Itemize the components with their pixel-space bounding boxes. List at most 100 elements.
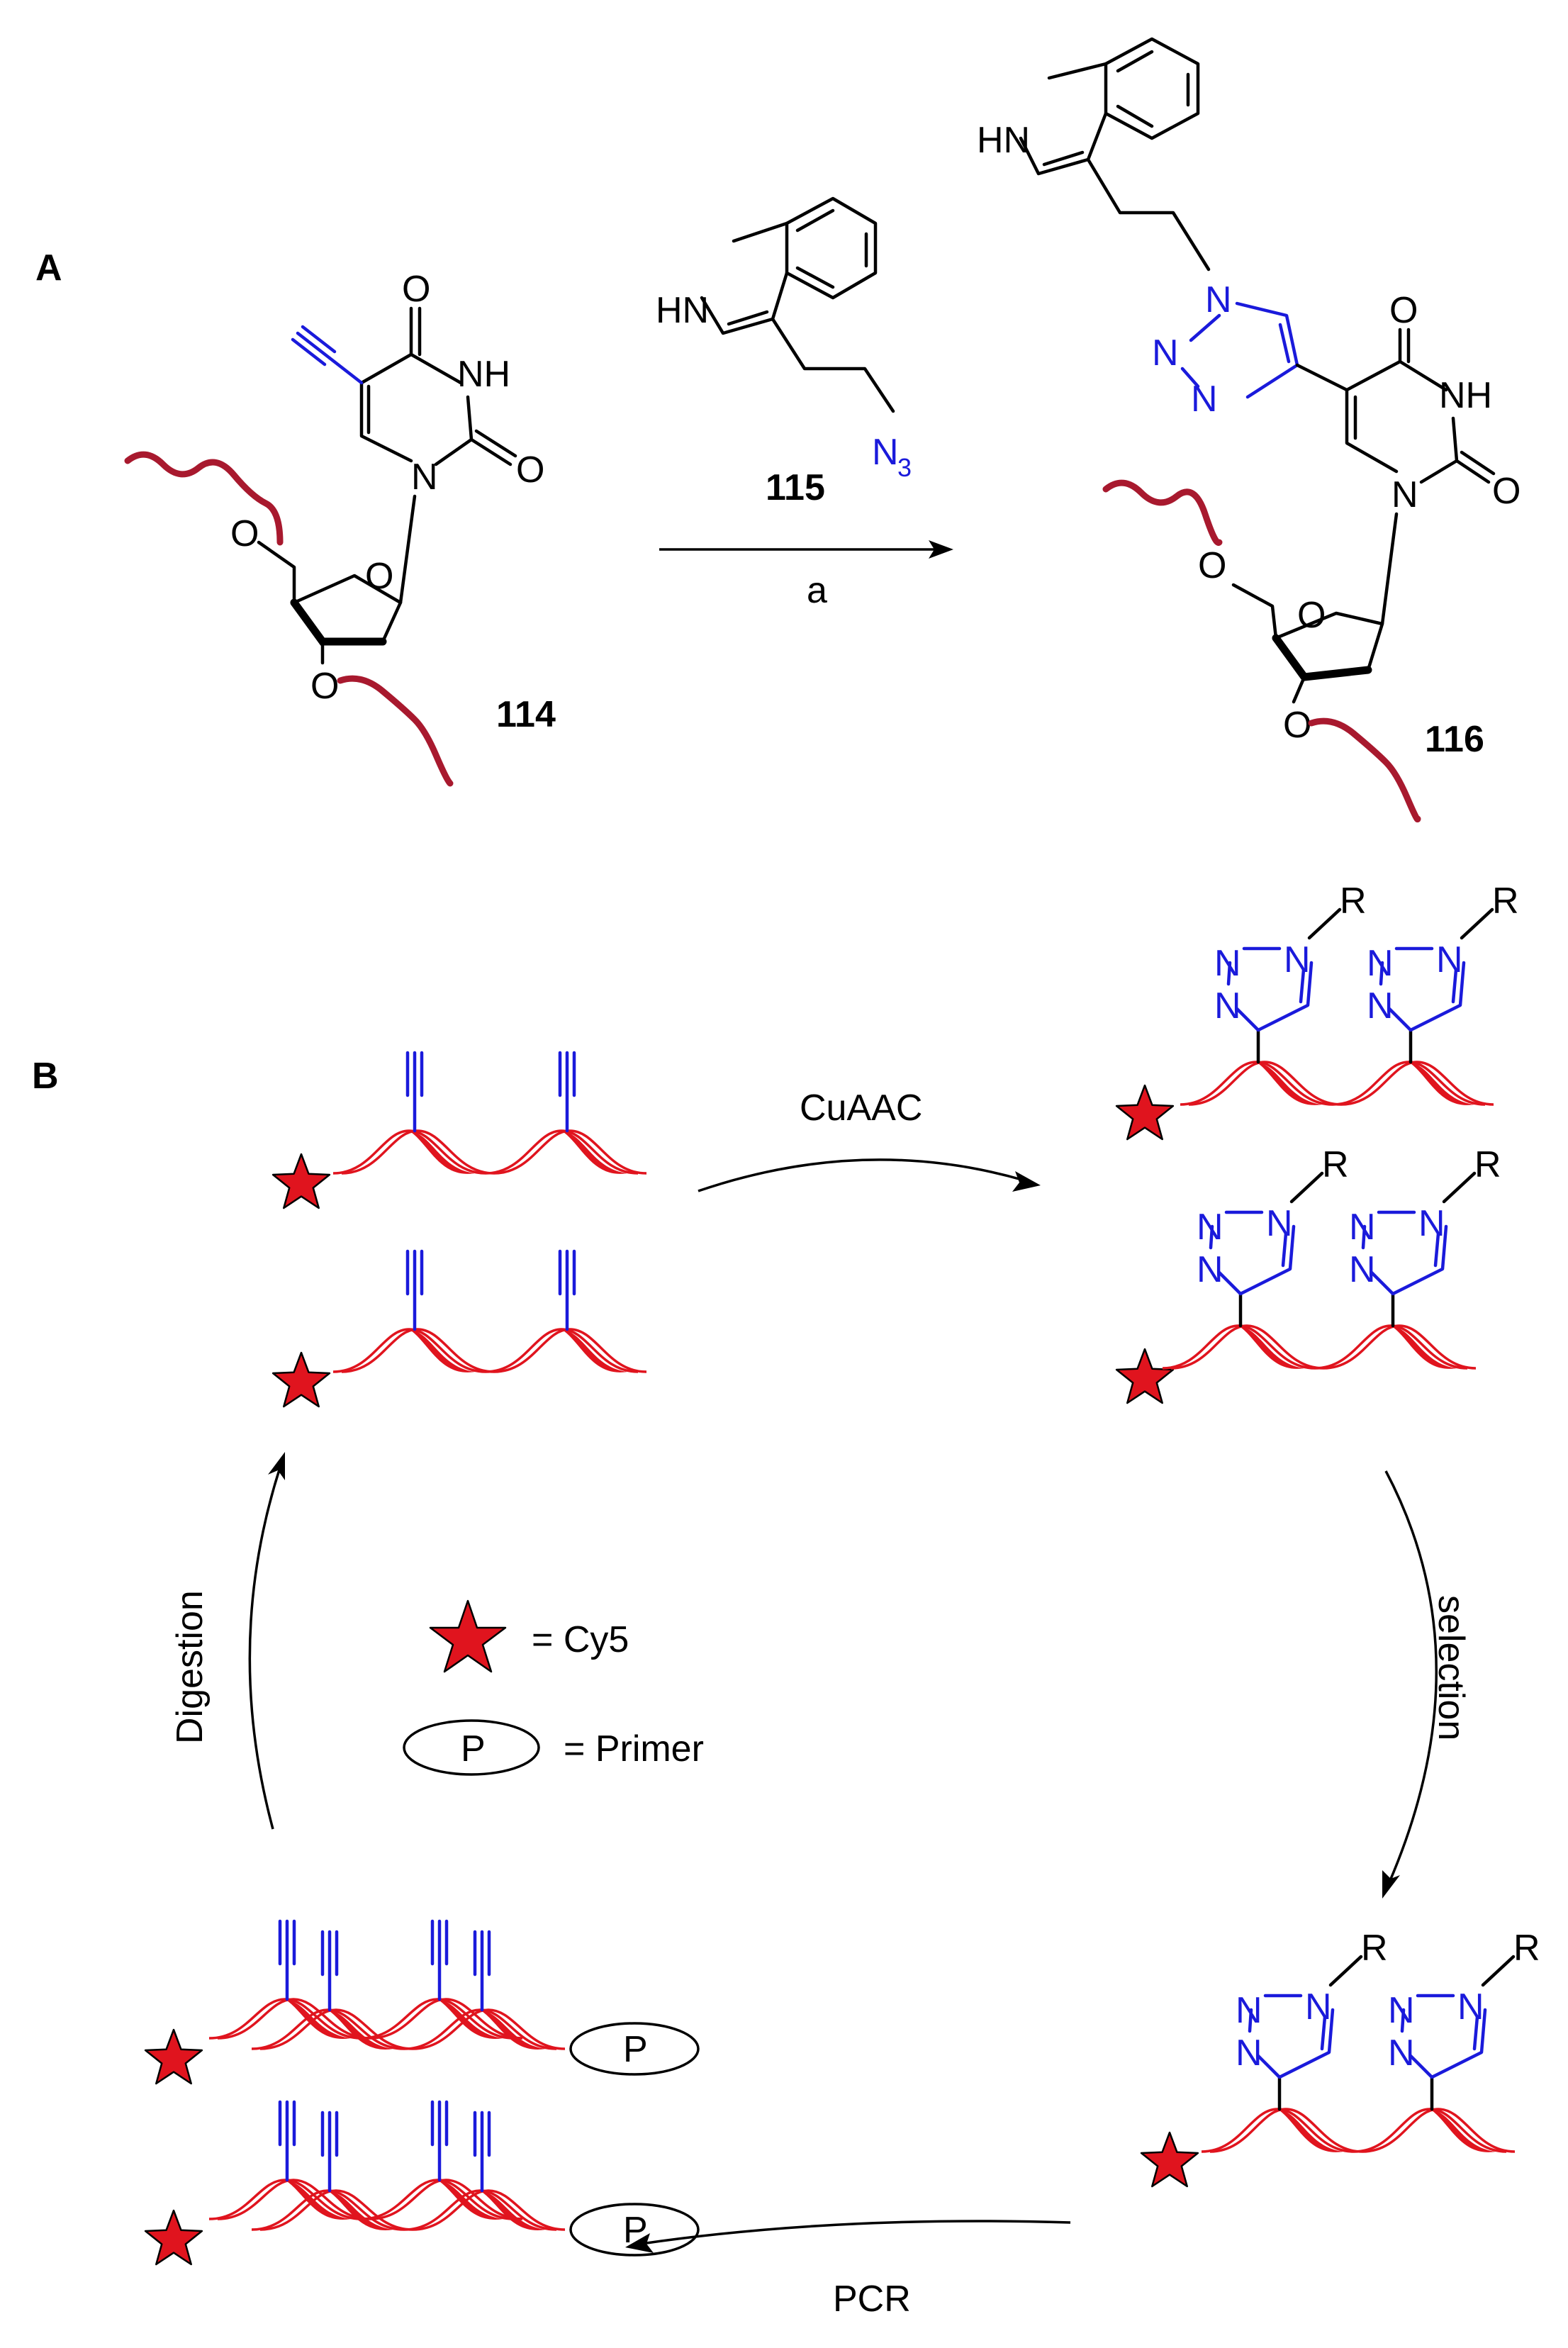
- cy5-star-icon: [1140, 2131, 1199, 2188]
- atom-n1-114: N: [411, 457, 438, 498]
- pcr-dna-1: P: [144, 1919, 700, 2085]
- azide-n3-115: N: [872, 432, 899, 473]
- r-substituent-label: R: [1513, 1928, 1540, 1969]
- wavy-strand-116-bottom: [1308, 717, 1421, 823]
- atom-oring-116: O: [1297, 595, 1326, 636]
- dna-duplex: [332, 1328, 647, 1373]
- dna-strand-thick: [327, 2010, 393, 2050]
- triazole-n-label: N: [1349, 1207, 1376, 1248]
- legend-cy5-label: = Cy5: [532, 1619, 629, 1660]
- legend: = Cy5 P = Primer: [403, 1599, 704, 1776]
- primer-symbol: P: [623, 2029, 648, 2070]
- dna-strand-thin: [1180, 1061, 1486, 1106]
- carbonyl-c4-114: [409, 306, 422, 357]
- ethyl-chain-115: [771, 317, 895, 413]
- alkyne-icon: [473, 1930, 491, 2012]
- ring-116-back: [1231, 583, 1384, 672]
- dna-strand-thin: [1170, 1324, 1477, 1370]
- atom-o2-114: O: [516, 449, 544, 491]
- dna-strand-thick: [327, 2191, 393, 2230]
- compound-114-structure: O O O N NH O O: [124, 269, 544, 787]
- dna-strand-thick: [561, 1131, 627, 1174]
- dna-strand-thin: [259, 2189, 566, 2231]
- triazole-n-label: N: [1367, 943, 1394, 984]
- triazole-n-label: N: [1236, 1990, 1262, 2031]
- ring-114-front: [290, 598, 387, 646]
- dna-strand-thin: [1162, 1324, 1468, 1370]
- triazole-n-label: N: [1214, 985, 1241, 1027]
- digestion-arrow: [248, 1452, 285, 1830]
- dna-strand-thick: [285, 1999, 351, 2039]
- alkyne-dna-1: [271, 1051, 647, 1209]
- panel-b-label: B: [32, 1056, 59, 1097]
- atom-o3-114: O: [310, 666, 339, 707]
- ethyl-chain-116: [1086, 157, 1211, 272]
- dna-strand-thick: [480, 2010, 546, 2050]
- alkyne-icon: [320, 1930, 339, 2012]
- triazole-ring: [1361, 1210, 1448, 1296]
- alkyne-icon: [473, 2111, 491, 2193]
- bond-n1-sugar-116: [1380, 512, 1399, 626]
- dna-strand-thin: [251, 2189, 557, 2231]
- r-substituent-label: R: [1474, 1144, 1501, 1185]
- indole-pyrrole-double-115: [727, 310, 769, 326]
- compound-115-structure: HN N 3: [656, 196, 912, 482]
- triazole-ring: [1226, 946, 1314, 1032]
- r-substituent-label: R: [1340, 880, 1367, 922]
- alkyne-icon: [278, 2100, 296, 2182]
- carbonyl-c4-116: [1398, 328, 1411, 364]
- dna-strand-thin: [251, 2008, 557, 2050]
- r-bond: [1307, 907, 1342, 940]
- triazole-ring: [1248, 1994, 1335, 2079]
- indole-pyrrole-double-116: [1042, 150, 1085, 167]
- triazole-n-label: N: [1266, 1203, 1293, 1244]
- wavy-strand-116-top: [1102, 479, 1223, 546]
- cy5-star-icon: [144, 2028, 203, 2085]
- legend-primer-symbol: P: [461, 1728, 486, 1770]
- alkyne-icon: [558, 1249, 576, 1331]
- bond-o3-116: [1292, 675, 1306, 704]
- atom-n1-116: N: [1391, 474, 1418, 515]
- alkyne-icon: [430, 2100, 449, 2182]
- uracil-116-ring-left: [1345, 359, 1448, 474]
- step-cuaac-label: CuAAC: [800, 1088, 922, 1129]
- azide-n3-subscript-115: 3: [897, 453, 912, 482]
- r-bond: [1328, 1955, 1363, 1987]
- dna-strand-thick: [409, 1131, 475, 1174]
- atom-o3-116: O: [1283, 705, 1311, 746]
- dna-strand-thin: [341, 1328, 647, 1373]
- cy5-star-icon: [1115, 1084, 1175, 1141]
- dna-strand-thin: [341, 1129, 647, 1175]
- dna-duplex: [332, 1129, 647, 1175]
- dna-strand-thin: [259, 2008, 566, 2050]
- atom-nh-114: NH: [457, 354, 510, 395]
- compound-114-label: 114: [496, 694, 556, 735]
- dna-strand-thick: [285, 2180, 351, 2220]
- atom-o5-116: O: [1198, 545, 1226, 586]
- atom-o5-114: O: [230, 513, 259, 554]
- pcr-arrow: [625, 2220, 1071, 2253]
- dna-strand-thin: [1201, 2108, 1507, 2153]
- r-bond: [1442, 1171, 1477, 1204]
- triazole-ring: [1400, 1994, 1487, 2079]
- alkyne-dna-2: [271, 1249, 647, 1408]
- dna-strand-thick: [1430, 2109, 1496, 2152]
- triazole-ring-116: [1180, 301, 1299, 399]
- ethynyl-triple-114: [291, 325, 337, 367]
- dna-strand-thick: [561, 1329, 627, 1373]
- selection-arrow: [1382, 1470, 1438, 1899]
- primer-group: P: [569, 2022, 700, 2076]
- r-substituent-label: R: [1361, 1928, 1388, 1969]
- indole-benzene-115: [785, 196, 878, 300]
- triazole-n2-116: N: [1152, 332, 1179, 374]
- cy5-star-icon: [144, 2209, 203, 2266]
- atom-hn-116: HN: [977, 120, 1030, 161]
- triazole-n-label: N: [1197, 1249, 1223, 1290]
- reaction-arrow-a: [659, 540, 953, 559]
- bond-c5-114: [257, 540, 296, 605]
- wavy-strand-114-bottom: [337, 675, 454, 787]
- dna-duplex: [251, 2008, 566, 2050]
